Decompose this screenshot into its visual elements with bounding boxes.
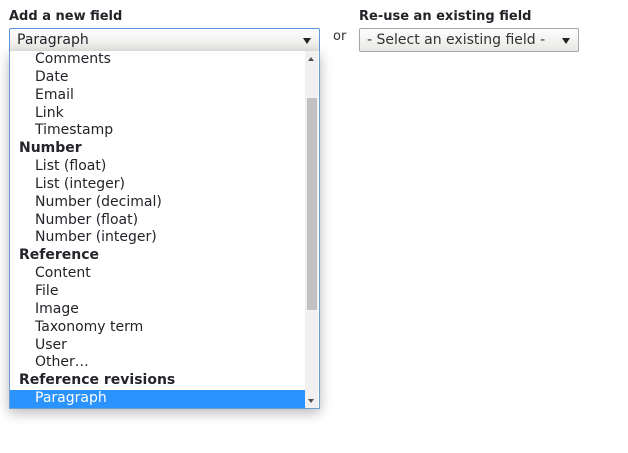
- dropdown-option[interactable]: Number (integer): [35, 229, 157, 246]
- dropdown-option[interactable]: Other…: [35, 354, 89, 371]
- add-new-field-value: Paragraph: [17, 32, 89, 48]
- or-separator: or: [333, 29, 347, 44]
- dropdown-option[interactable]: Timestamp: [35, 122, 114, 139]
- reuse-existing-field-select[interactable]: - Select an existing field -: [359, 28, 579, 52]
- dropdown-option[interactable]: Paragraph: [10, 390, 305, 408]
- dropdown-option[interactable]: Number (decimal): [35, 193, 162, 210]
- dropdown-option[interactable]: Email: [35, 86, 74, 103]
- dropdown-option[interactable]: Content: [35, 265, 91, 282]
- scroll-down-arrow-icon[interactable]: [308, 399, 314, 403]
- dropdown-option[interactable]: User: [35, 336, 67, 353]
- dropdown-option[interactable]: Date: [35, 68, 69, 85]
- option-group-label: Number: [19, 140, 82, 157]
- reuse-existing-field-label: Re-use an existing field: [359, 9, 532, 24]
- scroll-up-arrow-icon[interactable]: [308, 57, 314, 61]
- dropdown-option[interactable]: Link: [35, 104, 64, 121]
- chevron-down-icon: [303, 38, 311, 44]
- dropdown-option[interactable]: Taxonomy term: [35, 318, 144, 335]
- chevron-down-icon: [562, 38, 570, 44]
- dropdown-option[interactable]: Image: [35, 300, 79, 317]
- option-group-label: Reference revisions: [19, 372, 176, 389]
- add-new-field-select[interactable]: Paragraph: [9, 28, 320, 52]
- scrollbar-thumb[interactable]: [307, 98, 317, 310]
- dropdown-scrollbar[interactable]: [305, 51, 318, 408]
- dropdown-option[interactable]: Number (float): [35, 211, 139, 228]
- dropdown-option[interactable]: List (float): [35, 158, 107, 175]
- dropdown-option[interactable]: Comments: [35, 51, 111, 67]
- add-new-field-label: Add a new field: [9, 9, 123, 24]
- option-group-label: Reference: [19, 247, 100, 264]
- dropdown-option[interactable]: File: [35, 282, 59, 299]
- reuse-existing-field-value: - Select an existing field -: [367, 32, 546, 48]
- dropdown-option[interactable]: List (integer): [35, 175, 125, 192]
